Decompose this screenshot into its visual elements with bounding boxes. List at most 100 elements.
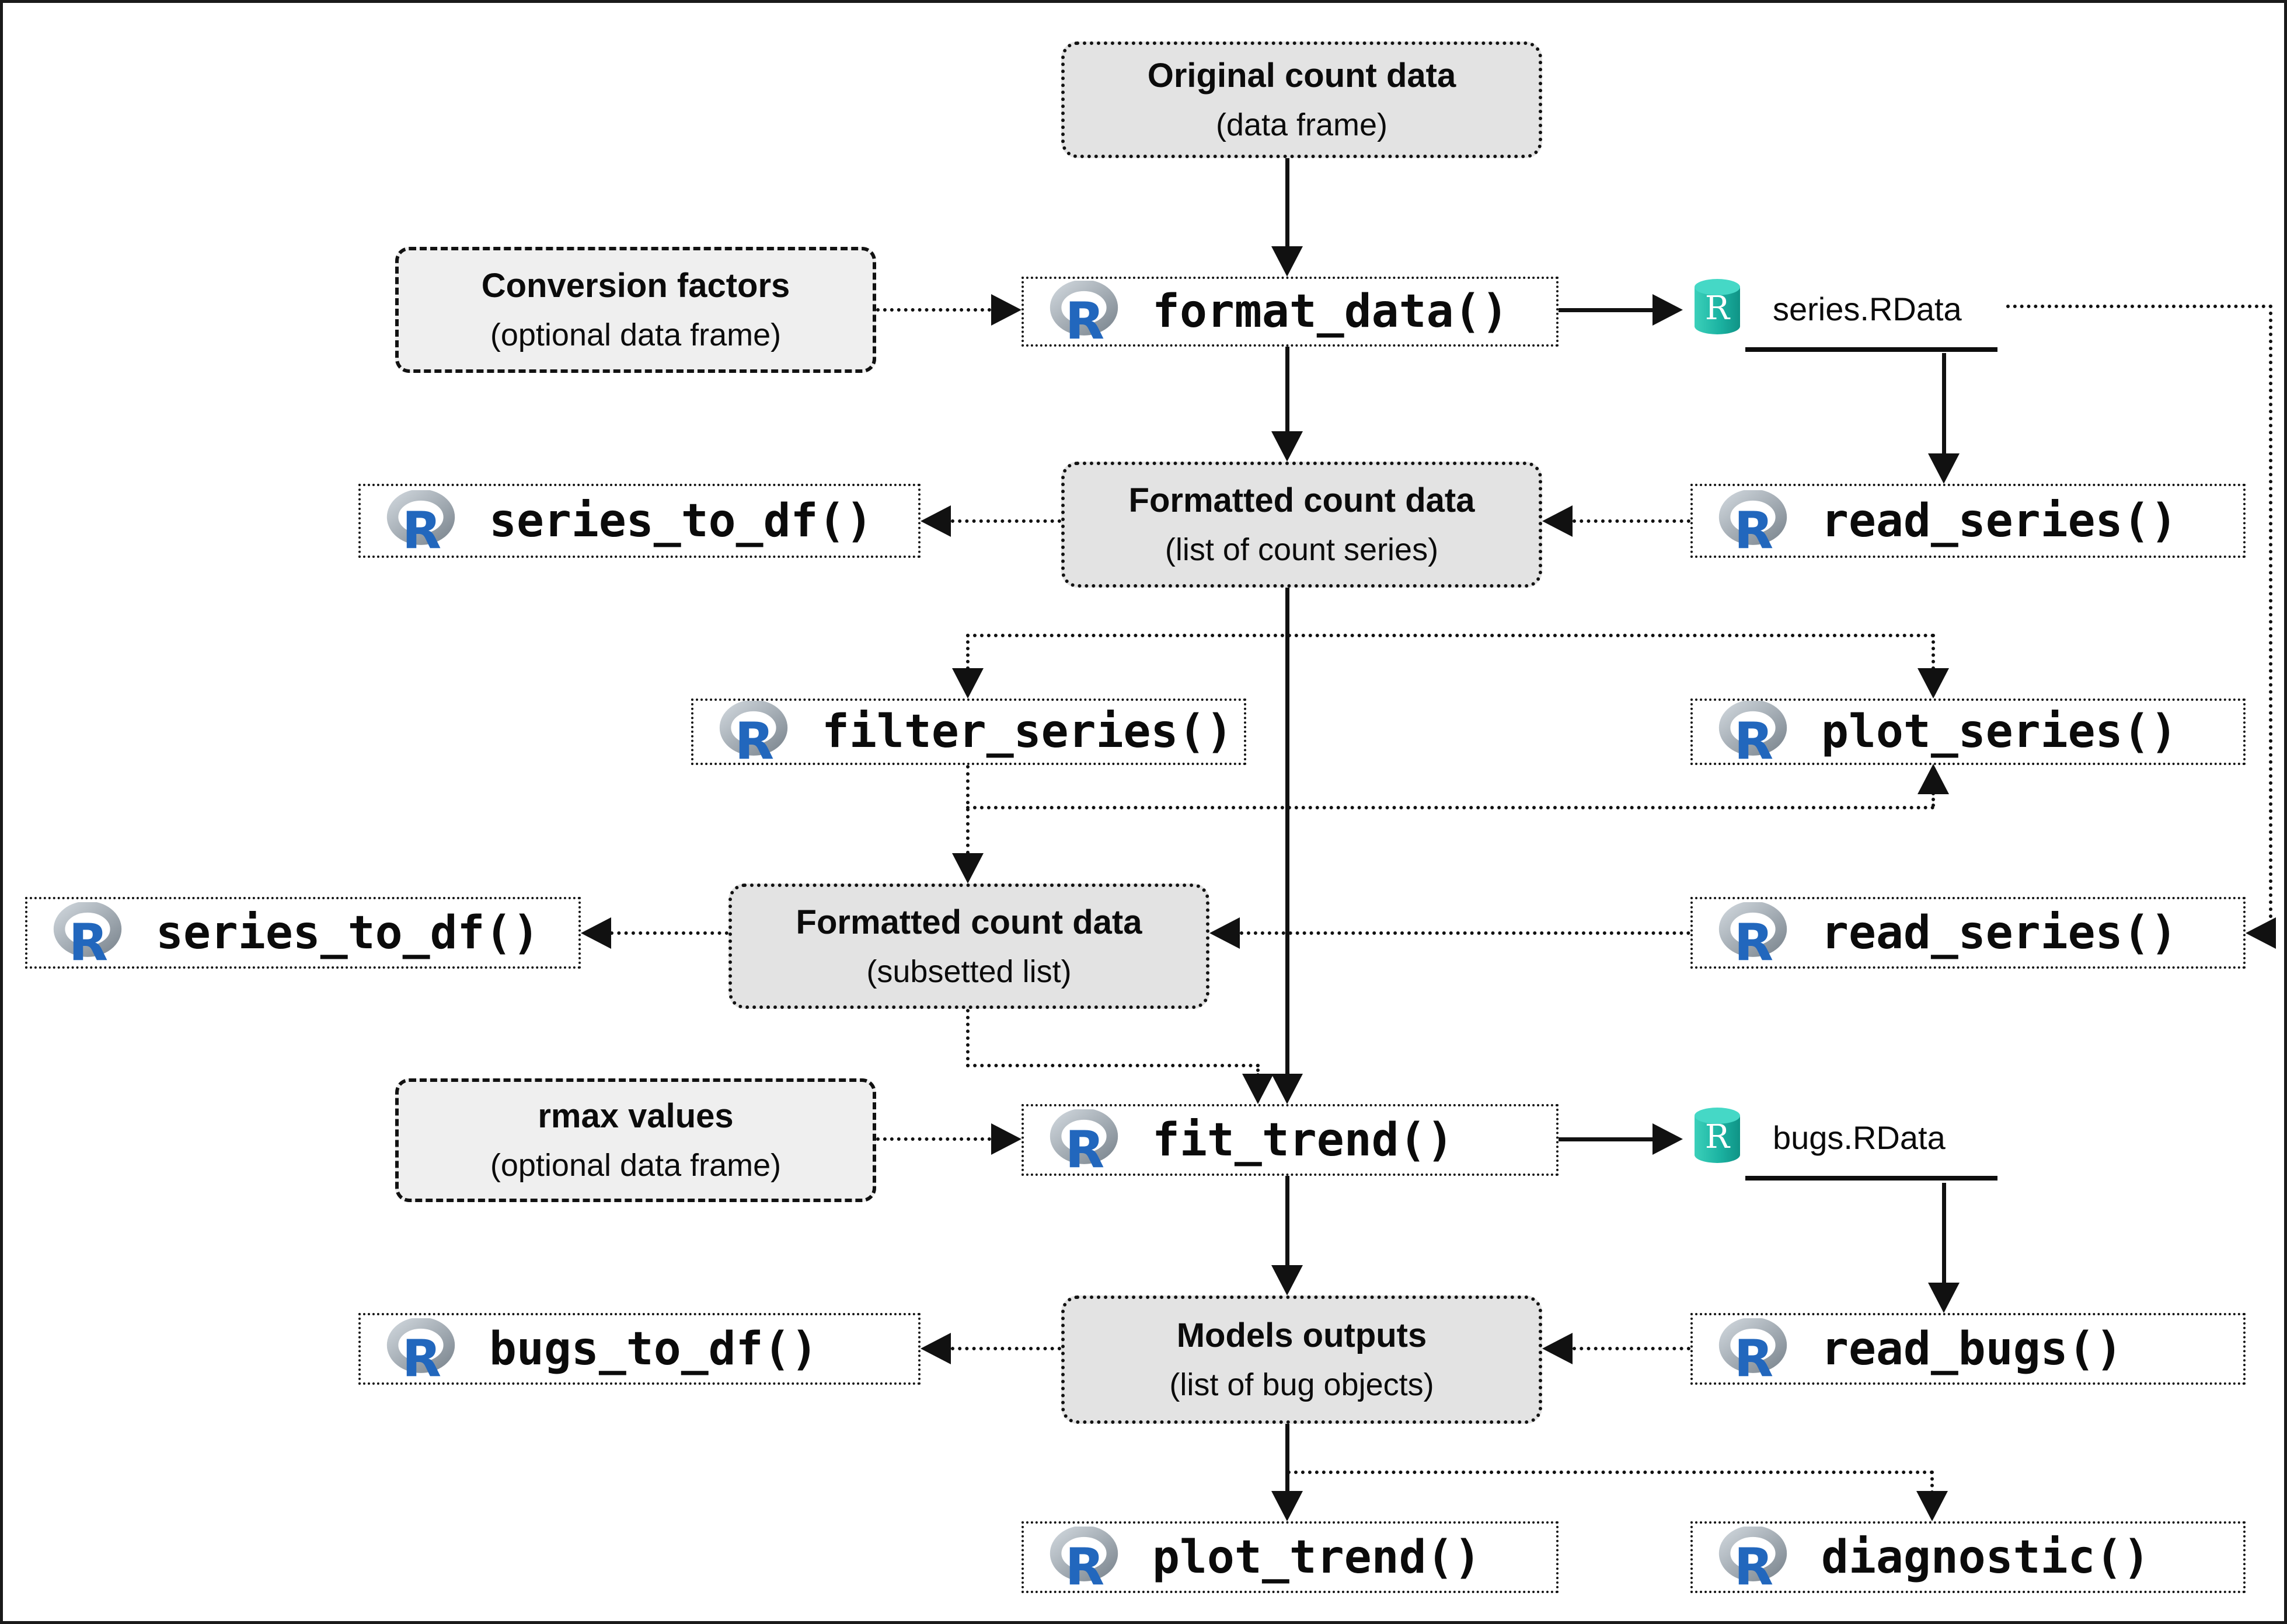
edge-format-data-to-series-rdata-arrow [1653,294,1683,326]
r-logo-icon [52,902,123,964]
node-rmax-values: rmax values (optional data frame) [395,1078,876,1202]
function-label: read_series() [1821,494,2178,547]
edge-subsetted-to-series-to-df-2-arrow [581,917,611,949]
edge-split-to-plot-series-arrow [1918,668,1949,699]
edge-rmax-to-fit-trend-line [876,1137,991,1141]
r-logo-icon [1717,490,1789,552]
edge-subsetted-to-series-to-df-2-line [610,931,728,935]
node-plot-trend-function: plot_trend() [1022,1521,1559,1593]
node-bugs-rdata-file: bugs.RData [1690,1106,2005,1185]
edge-subsetted-to-fit-trend-vertical [1256,1064,1260,1077]
edge-read-bugs-to-models-arrow [1542,1333,1573,1364]
function-label: bugs_to_df() [489,1322,818,1375]
function-label: read_bugs() [1821,1322,2123,1375]
edge-series-rdata-to-read-series-line [1942,353,1946,455]
node-bugs-to-df-function: bugs_to_df() [358,1313,921,1385]
node-title: rmax values [538,1097,734,1135]
edge-fit-trend-to-bugs-rdata-arrow [1653,1123,1683,1155]
node-models-outputs: Models outputs (list of bug objects) [1061,1295,1542,1424]
node-title: Formatted count data [796,903,1142,941]
edge-original-to-format-data-line [1285,158,1289,249]
edge-read-series-to-formatted-arrow [1542,505,1573,537]
rdata-cylinder-icon [1695,279,1740,334]
r-logo-icon [1048,1109,1120,1171]
node-subtitle: (optional data frame) [490,1148,782,1183]
function-label: series_to_df() [156,906,540,959]
edge-series-rdata-to-read-series-arrow [1928,453,1960,484]
function-label: read_series() [1821,906,2178,959]
edge-models-to-bugs-to-df-arrow [921,1333,951,1364]
edge-fit-trend-to-models-arrow [1271,1265,1303,1295]
rdata-underline [1745,347,1997,352]
node-title: Models outputs [1176,1316,1427,1354]
r-logo-icon [385,490,456,552]
edge-conversion-to-format-data-line [876,308,991,312]
edge-filter-to-subsetted-line [966,765,970,854]
edge-fit-trend-to-models-line [1285,1176,1289,1266]
edge-filter-to-plot-series-horizontal [966,806,1935,809]
node-subtitle: (subsetted list) [866,954,1072,989]
r-logo-icon [1048,281,1120,343]
edge-series-rdata-to-right-run [2006,305,2272,308]
edge-bugs-rdata-to-read-bugs-arrow [1928,1283,1960,1313]
edge-format-data-to-formatted-line [1285,347,1289,432]
rdata-file-label: series.RData [1773,291,1962,327]
edge-models-to-bugs-to-df-line [951,1347,1061,1350]
node-read-bugs-function: read_bugs() [1690,1313,2246,1385]
node-diagnostic-function: diagnostic() [1690,1521,2246,1593]
r-logo-icon [1717,1318,1789,1380]
node-read-series-function-1: read_series() [1690,484,2246,558]
function-label: filter_series() [822,706,1233,758]
node-fit-trend-function: fit_trend() [1022,1104,1559,1176]
edge-right-run-down [2269,305,2272,933]
rdata-cylinder-icon [1695,1108,1740,1163]
r-logo-icon [718,701,789,763]
edge-bugs-rdata-to-read-bugs-line [1942,1183,1946,1284]
node-filter-series-function: filter_series() [691,699,1246,765]
edge-read-series-2-to-subsetted-line [1240,931,1690,935]
edge-subsetted-to-fit-trend-down [966,1009,970,1067]
node-series-to-df-function-1: series_to_df() [358,484,921,558]
edge-right-run-to-read-series-2-arrow [2246,917,2276,949]
node-title: Formatted count data [1128,481,1475,519]
node-title: Conversion factors [481,267,790,305]
r-logo-icon [1717,902,1789,964]
edge-models-to-diagnostic-vertical [1930,1471,1934,1494]
function-label: format_data() [1152,285,1509,338]
edge-original-to-format-data-arrow [1271,246,1303,277]
edge-filter-to-plot-series-vertical [1932,792,1935,807]
function-label: plot_series() [1821,706,2178,758]
node-formatted-count-data-subsetted: Formatted count data (subsetted list) [728,883,1209,1009]
node-plot-series-function: plot_series() [1690,699,2246,765]
edge-models-to-plot-trend-line [1285,1424,1289,1492]
node-original-count-data: Original count data (data frame) [1061,41,1542,158]
edge-rmax-to-fit-trend-arrow [991,1123,1022,1155]
edge-models-to-diagnostic-arrow [1916,1491,1948,1521]
edge-models-to-plot-trend-arrow [1271,1491,1303,1521]
edge-filter-to-plot-series-arrow [1918,764,1949,794]
rdata-file-label: bugs.RData [1773,1119,1946,1156]
function-label: diagnostic() [1821,1531,2150,1584]
r-logo-icon [385,1318,456,1380]
function-label: plot_trend() [1152,1531,1481,1584]
node-subtitle: (list of bug objects) [1169,1367,1434,1402]
node-subtitle: (data frame) [1215,107,1388,142]
edge-fit-trend-to-bugs-rdata-line [1559,1137,1653,1141]
node-read-series-function-2: read_series() [1690,897,2246,969]
edge-read-bugs-to-models-line [1573,1347,1690,1350]
edge-read-series-to-formatted-line [1573,519,1690,523]
edge-formatted-to-series-to-df-line [951,519,1061,523]
node-subtitle: (list of count series) [1165,532,1439,567]
edge-subsetted-to-fit-trend-arrow [1242,1074,1274,1104]
edge-split-to-plot-series-line [1932,634,1935,670]
node-formatted-count-data: Formatted count data (list of count seri… [1061,462,1542,588]
edge-formatted-split-horizontal [966,634,1935,637]
edge-formatted-to-fit-trend-line [1285,588,1289,1075]
edge-models-to-diagnostic-horizontal [1287,1471,1934,1474]
edge-format-data-to-series-rdata-line [1559,308,1653,312]
rdata-underline [1745,1176,1997,1181]
node-subtitle: (optional data frame) [490,317,782,352]
edge-formatted-to-series-to-df-arrow [921,505,951,537]
edge-subsetted-to-fit-trend-horizontal [966,1064,1260,1067]
